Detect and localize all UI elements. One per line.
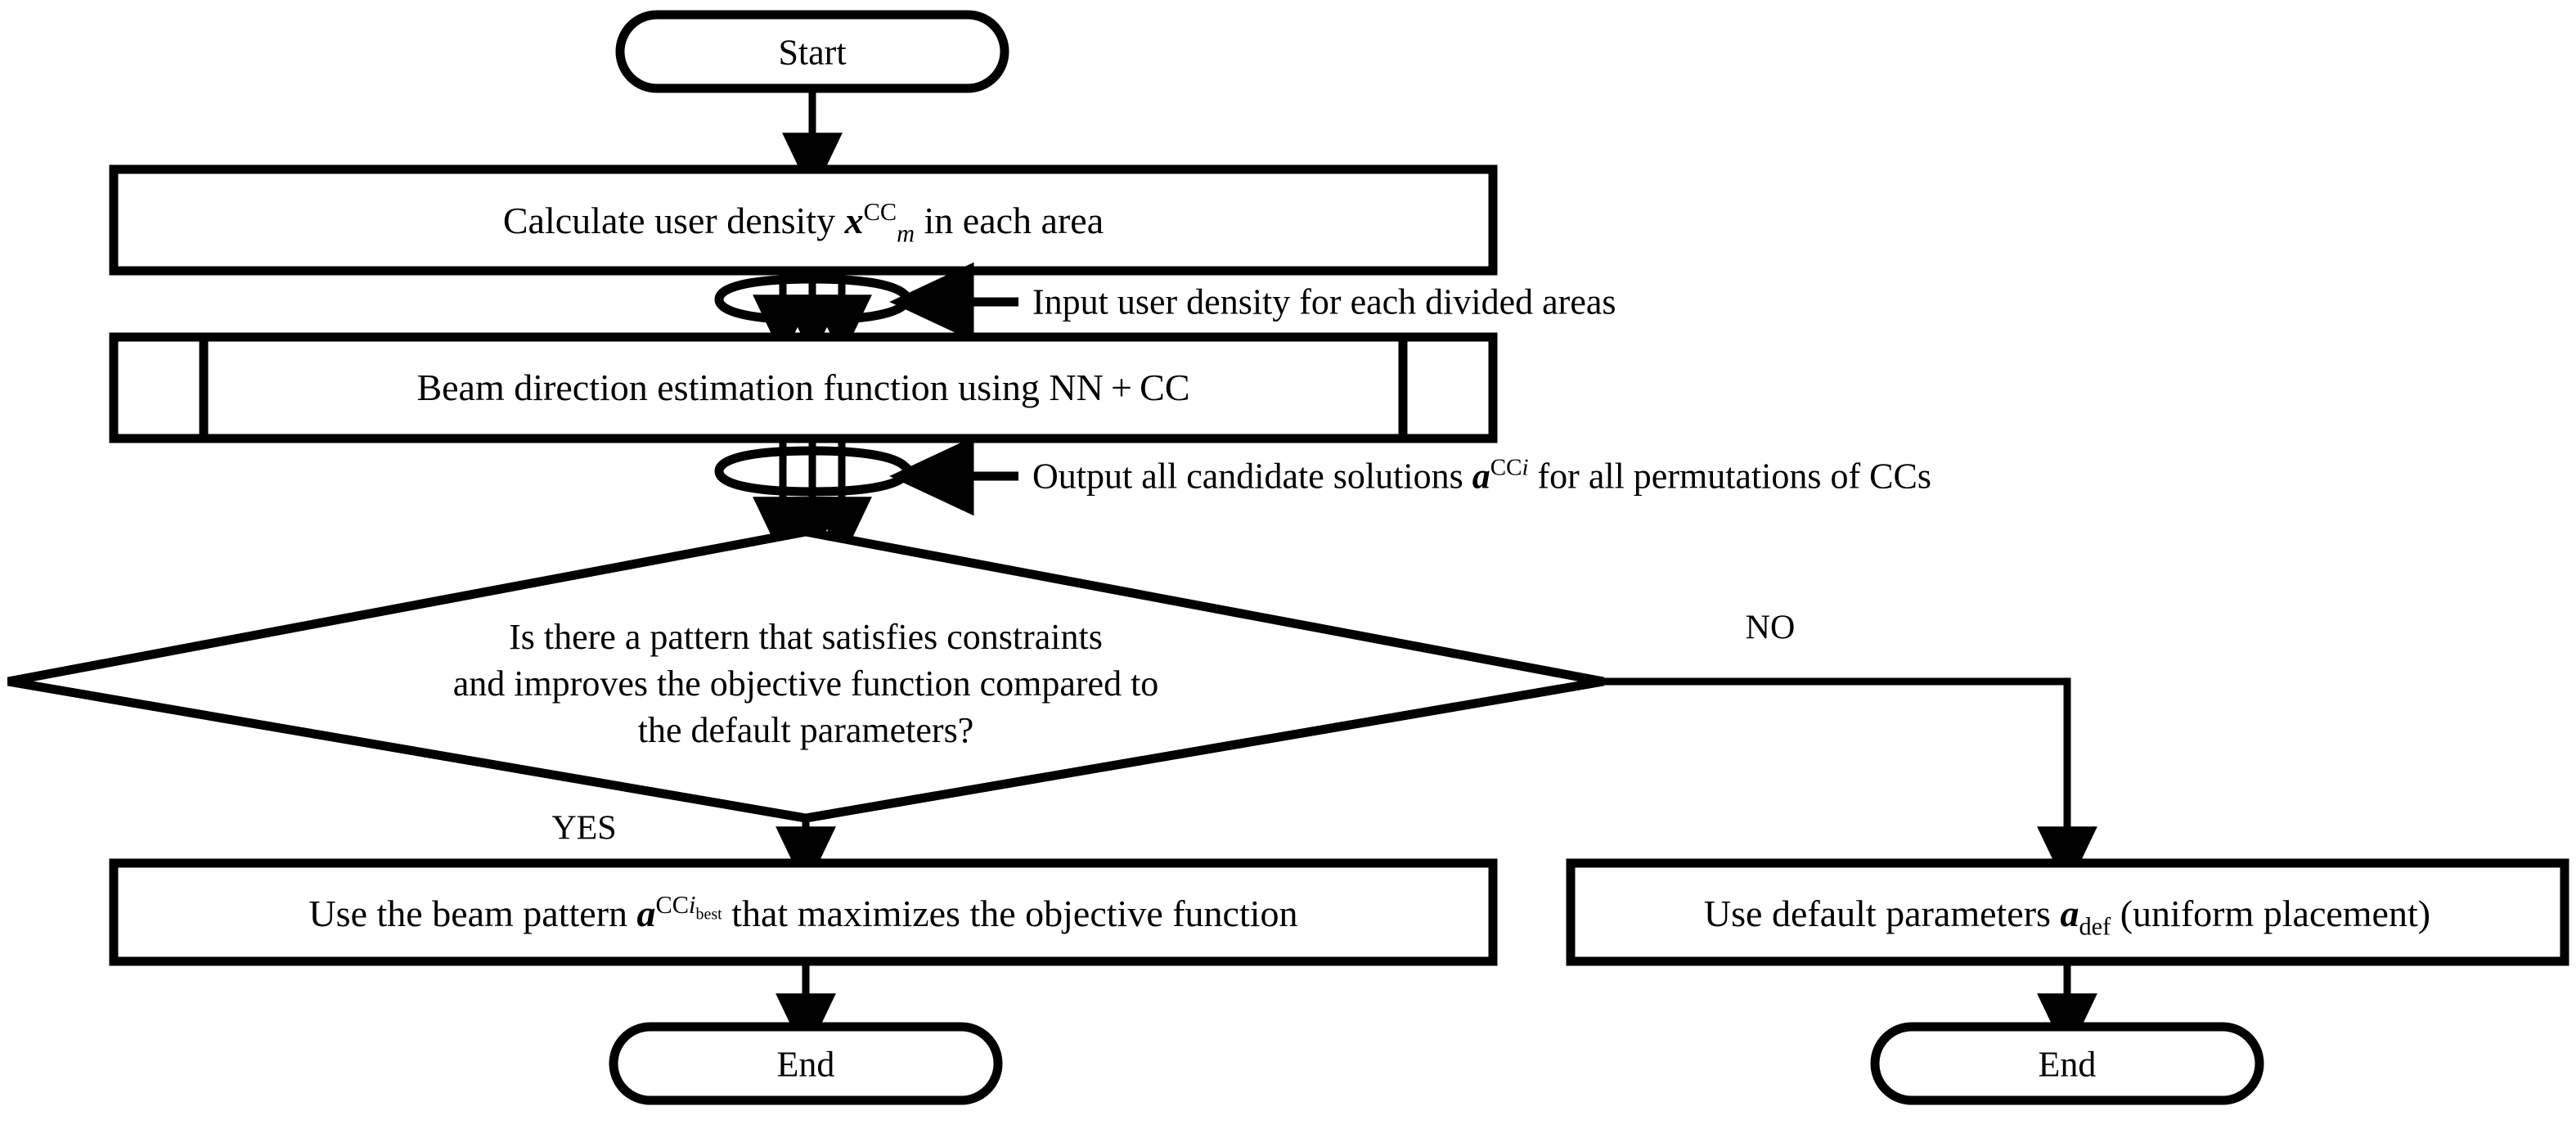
use-default-var-symbol: a xyxy=(2060,893,2079,935)
start-label: Start xyxy=(778,32,847,73)
decision-line-1: Is there a pattern that satisfies constr… xyxy=(509,617,1103,658)
use-best-sup-sub-best: best xyxy=(695,904,722,923)
calc-density-label: Calculate user density xCCm in each area xyxy=(502,197,1104,246)
use-default-text-after: (uniform placement) xyxy=(2111,893,2431,935)
input-note-label: Input user density for each divided area… xyxy=(1032,281,1616,322)
output-note-var-superscript: CCi xyxy=(1490,455,1529,481)
use-best-box-shape xyxy=(109,858,1498,966)
end-right-terminator-shape xyxy=(1870,1022,2264,1105)
use-best-text-after: that maximizes the objective function xyxy=(722,893,1298,935)
use-best-label: Use the beam pattern aCCibest that maxim… xyxy=(308,893,1297,935)
use-best-text-before: Use the beam pattern xyxy=(308,893,637,935)
end-right-label: End xyxy=(2038,1044,2097,1085)
decision-label: Is there a pattern that satisfies constr… xyxy=(397,614,1215,754)
decision-line-2: and improves the objective function comp… xyxy=(452,663,1159,704)
calc-density-variable: xCCm xyxy=(844,197,915,246)
calc-density-text-before: Calculate user density xyxy=(502,200,845,242)
output-note-label: Output all candidate solutions aCCi for … xyxy=(1032,456,1931,496)
calc-density-var-symbol: x xyxy=(844,200,864,242)
beam-function-box-shape xyxy=(109,332,1498,443)
calc-density-var-superscript: CC xyxy=(863,197,897,226)
use-best-sup-index: i xyxy=(689,890,696,919)
use-default-var-subscript: def xyxy=(2079,912,2111,941)
output-note-sup-index: i xyxy=(1522,454,1529,481)
calc-density-box-shape xyxy=(109,164,1498,276)
bundled-arrows-icon-2 xyxy=(714,439,924,560)
output-note-text-before: Output all candidate solutions xyxy=(1032,456,1472,497)
calc-density-var-subscript: m xyxy=(897,219,915,248)
end-left-terminator-shape xyxy=(609,1022,1003,1105)
output-note-var-symbol: a xyxy=(1472,456,1490,497)
use-best-var-symbol: a xyxy=(636,893,656,935)
connector-no xyxy=(1603,677,2097,890)
use-best-sup-cc: CC xyxy=(655,890,690,919)
use-best-variable: aCCibest xyxy=(636,890,722,935)
calc-density-text-after: in each area xyxy=(915,200,1104,242)
bundled-arrows-icon-1 xyxy=(714,271,924,358)
output-note-variable: aCCi xyxy=(1472,456,1529,496)
end-left-label: End xyxy=(776,1044,835,1085)
use-default-variable: adef xyxy=(2060,893,2111,938)
output-note-text-after: for all permutations of CCs xyxy=(1528,456,1932,497)
beam-function-label: Beam direction estimation function using… xyxy=(416,367,1190,409)
use-default-label: Use default parameters adef (uniform pla… xyxy=(1703,893,2431,938)
decision-line-3: the default parameters? xyxy=(637,710,974,751)
branch-label-no: NO xyxy=(1745,609,1796,647)
branch-label-yes: YES xyxy=(551,809,617,848)
use-default-text-before: Use default parameters xyxy=(1703,893,2061,935)
use-default-box-shape xyxy=(1566,858,2569,966)
use-best-var-superscript: CCibest xyxy=(655,890,722,922)
output-note-sup-cc: CC xyxy=(1490,454,1522,481)
